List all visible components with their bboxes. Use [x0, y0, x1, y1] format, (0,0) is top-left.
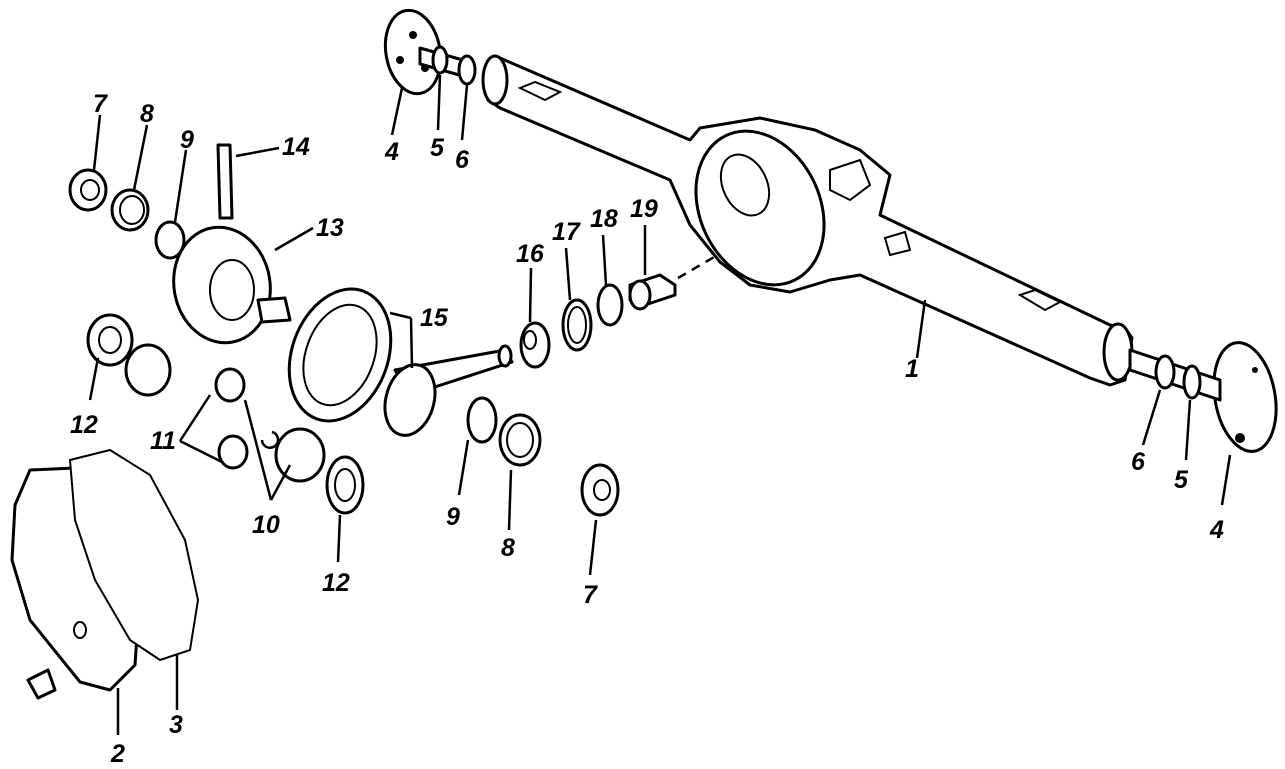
callout-6-upper: 6 [455, 146, 470, 174]
bearing-cone-lower [580, 463, 620, 517]
shim-left [154, 220, 186, 260]
callout-18: 18 [590, 205, 618, 233]
callout-15: 15 [420, 304, 449, 332]
pinion-bearing [519, 321, 551, 369]
differential-case [172, 225, 292, 345]
axle-seal-upper [431, 45, 449, 75]
thrust-washer-left [86, 313, 134, 367]
axle-bearing-upper [457, 54, 477, 86]
callout-10: 10 [252, 511, 280, 539]
callout-9-left: 9 [180, 126, 194, 154]
callout-7-lower: 7 [583, 581, 598, 609]
callout-4-upper: 4 [384, 138, 399, 166]
pinion-yoke [628, 273, 677, 311]
callout-labels: 1 2 3 4 4 5 5 6 6 7 7 8 8 9 9 10 11 12 1… [70, 90, 1224, 768]
axle-flange-lower [1128, 341, 1278, 453]
callout-19: 19 [630, 195, 658, 223]
axle-seal-lower [1182, 364, 1202, 400]
callout-11: 11 [150, 427, 176, 455]
collapsible-spacer [596, 283, 624, 327]
leader-lines [88, 74, 1232, 735]
callout-3: 3 [169, 711, 183, 739]
driveshaft-axis-line [677, 254, 717, 280]
callout-16: 16 [516, 240, 545, 268]
side-gear [124, 343, 326, 483]
callout-12-left: 12 [70, 411, 98, 439]
callout-4-lower: 4 [1209, 516, 1224, 544]
axle-bearing-lower [1154, 354, 1176, 390]
callout-8-lower: 8 [501, 534, 515, 562]
bearing-cone-left [68, 168, 108, 212]
axle-flange-upper [383, 8, 472, 96]
callout-17: 17 [552, 218, 581, 246]
pinion-shaft [216, 143, 234, 220]
callout-1: 1 [905, 355, 919, 383]
pinion-gears [214, 367, 280, 470]
callout-12-lower: 12 [322, 569, 350, 597]
ring-and-pinion [287, 287, 514, 437]
callout-13: 13 [316, 214, 344, 242]
callout-8-left: 8 [140, 100, 154, 128]
bearing-cup-lower [498, 413, 542, 467]
bearing-cup-left [110, 188, 150, 232]
shim-lower [466, 396, 498, 444]
callout-9-lower: 9 [446, 503, 460, 531]
callout-5-upper: 5 [430, 134, 445, 162]
axle-housing [481, 54, 1134, 387]
callout-7-left: 7 [93, 90, 108, 118]
callout-14: 14 [282, 133, 310, 161]
callout-2: 2 [110, 740, 125, 768]
callout-5-lower: 5 [1174, 466, 1189, 494]
callout-6-lower: 6 [1131, 448, 1146, 476]
pinion-bearing-cup [561, 298, 593, 352]
thrust-washer-lower [325, 455, 365, 515]
cover-gasket [68, 448, 200, 662]
